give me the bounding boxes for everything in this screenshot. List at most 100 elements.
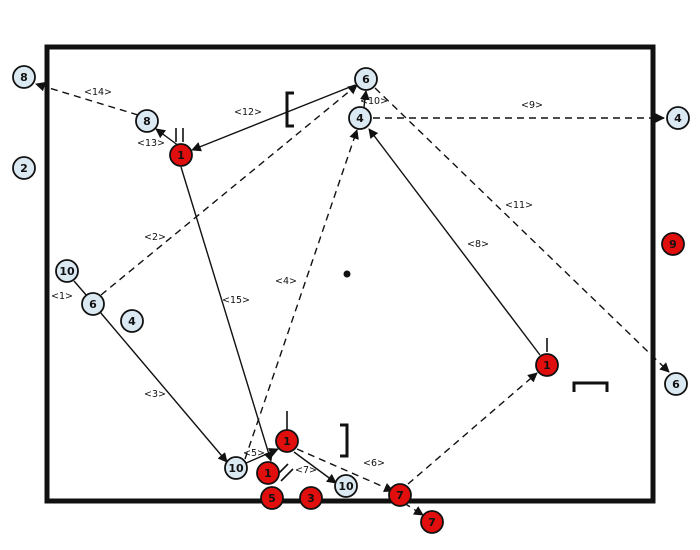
player-number: 10 bbox=[59, 265, 75, 278]
player-marker bbox=[260, 486, 284, 510]
movement-line bbox=[403, 502, 424, 516]
movement-line bbox=[73, 280, 88, 297]
player-marker bbox=[666, 106, 690, 130]
player-red-7[interactable]: 7 bbox=[388, 483, 412, 507]
step-label: <1> bbox=[51, 291, 73, 302]
player-number: 1 bbox=[177, 149, 185, 162]
movement-line bbox=[180, 166, 274, 462]
player-number: 1 bbox=[264, 467, 272, 480]
player-blue-6[interactable]: 6 bbox=[354, 67, 378, 91]
player-number: 8 bbox=[143, 115, 151, 128]
movement-line bbox=[360, 90, 370, 108]
step-label: <15> bbox=[222, 295, 250, 306]
step-label: <3> bbox=[144, 389, 166, 400]
player-number: 1 bbox=[543, 359, 551, 372]
player-marker bbox=[299, 486, 323, 510]
player-number: 7 bbox=[428, 516, 436, 529]
court-border bbox=[44, 44, 656, 504]
player-red-7[interactable]: 7 bbox=[420, 510, 444, 534]
player-blue-4[interactable]: 4 bbox=[348, 106, 372, 130]
screen-bracket-right bbox=[572, 381, 609, 392]
player-number: 7 bbox=[396, 489, 404, 502]
player-number: 9 bbox=[669, 238, 677, 251]
step-label: <14> bbox=[84, 87, 112, 98]
movement-line bbox=[374, 87, 670, 373]
player-marker bbox=[55, 259, 79, 283]
player-marker bbox=[12, 156, 36, 180]
player-red-1[interactable]: 1 bbox=[256, 461, 280, 485]
player-red-3[interactable]: 3 bbox=[299, 486, 323, 510]
player-number: 4 bbox=[674, 112, 682, 125]
player-marker bbox=[664, 372, 688, 396]
player-red-5[interactable]: 5 bbox=[260, 486, 284, 510]
player-number: 4 bbox=[128, 315, 136, 328]
step-label: <4> bbox=[275, 276, 297, 287]
player-blue-4[interactable]: 4 bbox=[666, 106, 690, 130]
player-number: 6 bbox=[362, 73, 370, 86]
player-blue-10[interactable]: 10 bbox=[55, 259, 79, 283]
player-red-1[interactable]: 1 bbox=[275, 429, 299, 453]
center-dot bbox=[343, 270, 351, 278]
movement-lines bbox=[35, 81, 670, 516]
player-marker bbox=[275, 429, 299, 453]
player-blue-6[interactable]: 6 bbox=[81, 292, 105, 316]
player-marker bbox=[354, 67, 378, 91]
step-label: <13> bbox=[137, 138, 165, 149]
player-number: 6 bbox=[672, 378, 680, 391]
step-label: <11> bbox=[505, 200, 533, 211]
step-label: <6> bbox=[363, 458, 385, 469]
screen-bracket-top bbox=[285, 91, 294, 128]
movement-line bbox=[191, 84, 356, 152]
step-label: <5> bbox=[243, 448, 265, 459]
player-number: 6 bbox=[89, 298, 97, 311]
screen-tick bbox=[280, 468, 294, 482]
player-number: 10 bbox=[228, 462, 244, 475]
player-marker bbox=[661, 232, 685, 256]
movement-line bbox=[407, 372, 538, 485]
step-label: <9> bbox=[521, 100, 543, 111]
player-red-1[interactable]: 1 bbox=[535, 353, 559, 377]
player-blue-2[interactable]: 2 bbox=[12, 156, 36, 180]
player-marker bbox=[348, 106, 372, 130]
player-blue-10[interactable]: 10 bbox=[224, 456, 248, 480]
movement-line bbox=[99, 311, 228, 463]
players-layer: 8 2 8 1 6 4 4 9 6 1 10 6 4 10 1 1 5 3 10 7 7 bbox=[12, 65, 690, 534]
player-number: 4 bbox=[356, 112, 364, 125]
player-marker bbox=[135, 109, 159, 133]
player-marker bbox=[388, 483, 412, 507]
player-number: 8 bbox=[20, 71, 28, 84]
player-marker bbox=[256, 461, 280, 485]
player-red-1[interactable]: 1 bbox=[169, 143, 193, 167]
step-label: <8> bbox=[467, 239, 489, 250]
player-marker bbox=[224, 456, 248, 480]
player-marker bbox=[535, 353, 559, 377]
step-label: <12> bbox=[234, 107, 262, 118]
movement-line bbox=[368, 128, 541, 356]
movement-line bbox=[296, 448, 394, 492]
player-blue-4[interactable]: 4 bbox=[120, 309, 144, 333]
movement-line bbox=[244, 129, 359, 460]
movement-line bbox=[243, 448, 279, 465]
player-blue-8[interactable]: 8 bbox=[12, 65, 36, 89]
player-marker bbox=[169, 143, 193, 167]
step-label: <2> bbox=[144, 232, 166, 243]
player-red-9[interactable]: 9 bbox=[661, 232, 685, 256]
player-blue-10[interactable]: 10 bbox=[334, 474, 358, 498]
movement-line bbox=[35, 81, 139, 116]
player-blue-6[interactable]: 6 bbox=[664, 372, 688, 396]
step-labels: <1> <2> <3> <4> <5> <6> <7> <8> <9> <10> <11> <12> <… bbox=[51, 87, 543, 476]
player-number: 1 bbox=[283, 435, 291, 448]
player-number: 5 bbox=[268, 492, 276, 505]
player-marker bbox=[334, 474, 358, 498]
player-marker bbox=[420, 510, 444, 534]
step-label: <10> bbox=[360, 96, 388, 107]
player-marker bbox=[81, 292, 105, 316]
player-blue-8[interactable]: 8 bbox=[135, 109, 159, 133]
movement-line bbox=[293, 451, 337, 484]
player-number: 2 bbox=[20, 162, 28, 175]
player-marker bbox=[120, 309, 144, 333]
step-label: <7> bbox=[295, 465, 317, 476]
player-marker bbox=[12, 65, 36, 89]
player-number: 10 bbox=[338, 480, 354, 493]
